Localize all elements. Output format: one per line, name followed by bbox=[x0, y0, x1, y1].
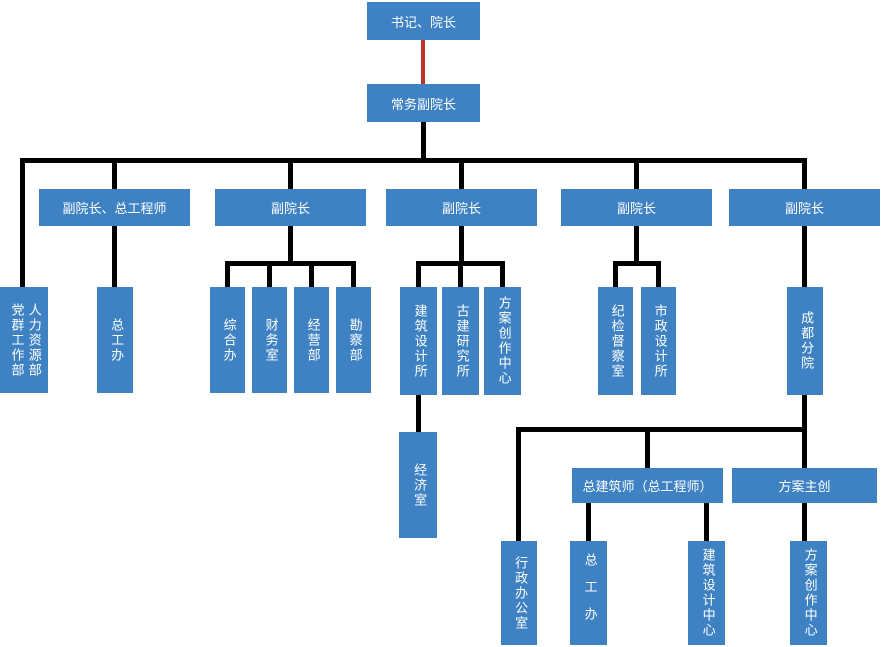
node-municipal-design-institute: 市政设计所 bbox=[641, 287, 676, 395]
connector-stub bbox=[351, 266, 356, 287]
node-label: 经营部 bbox=[304, 317, 320, 363]
node-operations-dept: 经营部 bbox=[294, 287, 329, 393]
node-arch-design-institute: 建筑设计所 bbox=[400, 287, 437, 395]
connector-stub bbox=[20, 163, 25, 287]
node-finance-office: 财务室 bbox=[252, 287, 287, 393]
connector-stub bbox=[802, 163, 807, 189]
connector-main-horizontal bbox=[20, 158, 807, 163]
connector-stub bbox=[112, 226, 117, 287]
node-vp4: 副院长 bbox=[729, 189, 880, 226]
connector-stub bbox=[802, 503, 807, 541]
connector-stub bbox=[613, 266, 618, 287]
connector-stub bbox=[458, 266, 463, 287]
connector-stub bbox=[459, 226, 464, 261]
connector-stub bbox=[267, 266, 272, 287]
node-label: 经济室 bbox=[411, 462, 427, 508]
connector-stub bbox=[645, 432, 650, 468]
node-scheme-lead: 方案主创 bbox=[732, 468, 877, 503]
connector-stub bbox=[634, 163, 639, 189]
node-label: 党群工作部 bbox=[8, 302, 24, 378]
node-label: 总建筑师（总工程师） bbox=[582, 480, 713, 495]
connector-stub bbox=[802, 226, 807, 287]
node-label: 勘察部 bbox=[346, 317, 362, 363]
connector-group2-horizontal bbox=[416, 261, 505, 266]
connector-stub bbox=[416, 266, 421, 287]
node-discipline-inspection-office: 纪检督察室 bbox=[598, 287, 633, 395]
connector-stub bbox=[225, 266, 230, 287]
node-label: 方案创作中心 bbox=[495, 296, 511, 386]
node-label: 方案主创 bbox=[778, 480, 831, 495]
node-ancient-arch-institute: 古建研究所 bbox=[442, 287, 479, 395]
node-label: 副院长 bbox=[784, 202, 824, 217]
node-scheme-creation-center: 方案创作中心 bbox=[484, 287, 521, 395]
connector-stub bbox=[704, 503, 709, 541]
connector-economics bbox=[416, 395, 421, 432]
node-label: 综合办 bbox=[220, 317, 236, 363]
node-label: 副院长 bbox=[616, 202, 656, 217]
connector-stub bbox=[112, 163, 117, 189]
node-label: 常务副院长 bbox=[390, 97, 456, 113]
node-chief-architect: 总建筑师（总工程师） bbox=[572, 468, 723, 503]
node-label: 副院长 bbox=[270, 202, 310, 217]
node-chief-eng-office: 总工办 bbox=[97, 287, 133, 393]
node-label: 总工办 bbox=[108, 317, 124, 363]
node-label: 方案创作中心 bbox=[801, 548, 817, 638]
node-label: 书记、院长 bbox=[390, 15, 456, 31]
node-vp1: 副院长 bbox=[215, 189, 366, 226]
connector-trunk bbox=[421, 122, 426, 163]
connector-stub bbox=[288, 226, 293, 261]
connector-group3-horizontal bbox=[613, 261, 661, 266]
node-label: 古建研究所 bbox=[453, 303, 469, 379]
node-label: 建筑设计中心 bbox=[699, 548, 715, 638]
connector-stub bbox=[586, 503, 591, 541]
connector-branch-horizontal bbox=[516, 427, 807, 432]
connector-group1-horizontal bbox=[225, 261, 356, 266]
connector-stub bbox=[634, 226, 639, 261]
node-label: 副院长、总工程师 bbox=[62, 202, 167, 217]
connector-stub bbox=[500, 266, 505, 287]
connector-president-execvp bbox=[421, 40, 425, 84]
node-vp-chief-engineer: 副院长、总工程师 bbox=[39, 189, 190, 226]
node-scheme-creation-center-branch: 方案创作中心 bbox=[790, 541, 827, 645]
node-economics-office: 经济室 bbox=[399, 432, 437, 538]
node-label: 行政办公室 bbox=[512, 555, 528, 631]
node-vp2: 副院长 bbox=[386, 189, 537, 226]
node-arch-design-center: 建筑设计中心 bbox=[688, 541, 725, 645]
node-label: 副院长 bbox=[441, 202, 481, 217]
node-chief-eng-office-branch: 总工办 bbox=[570, 541, 607, 645]
node-vp3: 副院长 bbox=[561, 189, 712, 226]
node-label: 财务室 bbox=[262, 317, 278, 363]
node-label: 人力资源部 bbox=[25, 302, 41, 378]
connector-stub bbox=[459, 163, 464, 189]
node-survey-dept: 勘察部 bbox=[336, 287, 371, 393]
node-label: 总工办 bbox=[581, 552, 597, 634]
node-label: 纪检督察室 bbox=[608, 303, 624, 379]
node-general-office: 综合办 bbox=[210, 287, 245, 393]
connector-stub bbox=[656, 266, 661, 287]
node-admin-office: 行政办公室 bbox=[501, 541, 537, 645]
connector-stub bbox=[288, 163, 293, 189]
node-president: 书记、院长 bbox=[367, 2, 480, 40]
node-chengdu-branch: 成都分院 bbox=[787, 287, 823, 395]
connector-stub bbox=[516, 432, 521, 541]
node-exec-vp: 常务副院长 bbox=[367, 84, 480, 122]
node-label: 市政设计所 bbox=[651, 303, 667, 379]
node-label: 建筑设计所 bbox=[411, 303, 427, 379]
node-label: 成都分院 bbox=[798, 311, 814, 371]
connector-stub bbox=[309, 266, 314, 287]
node-party-mass-and-hr: 党群工作部 人力资源部 bbox=[0, 287, 48, 393]
